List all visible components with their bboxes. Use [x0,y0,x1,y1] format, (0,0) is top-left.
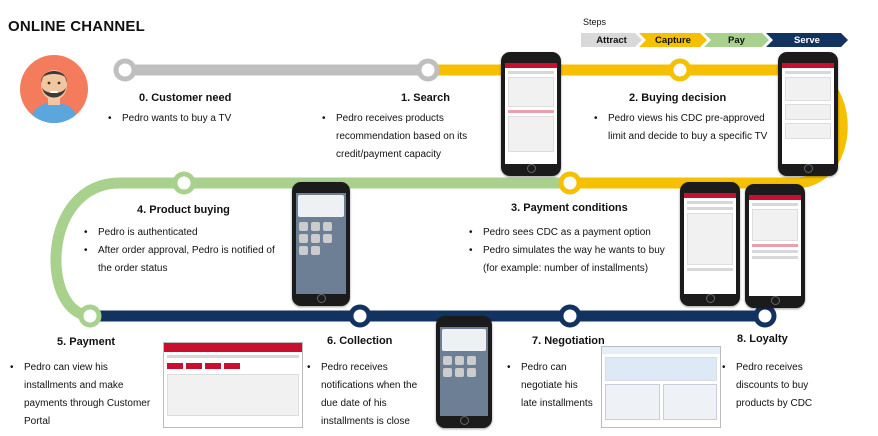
stage-7-bullets: Pedro can negotiate his late installment… [507,359,595,413]
smartphone-icon [436,316,492,428]
smartphone-icon [745,184,805,308]
page-title: ONLINE CHANNEL [8,18,145,35]
bullet: After order approval, Pedro is notified … [84,242,279,278]
step-capture: Capture [639,33,707,47]
stage-2-title: 2. Buying decision [629,92,727,104]
stage-8-bullets: Pedro receives discounts to buy products… [722,359,832,413]
bullet: Pedro receives notifications when the du… [307,359,429,431]
stage-0-bullets: Pedro wants to buy a TV [108,110,288,128]
smartphone-icon [778,52,838,176]
bullet: Pedro wants to buy a TV [108,110,288,128]
bullet: Pedro can negotiate his late installment… [507,359,595,413]
stop-6 [348,304,372,328]
stop-2 [668,58,692,82]
stop-3 [558,171,582,195]
negotiation-screenshot-icon [601,346,721,428]
stage-6-bullets: Pedro receives notifications when the du… [307,359,429,431]
stage-1-title: 1. Search [401,92,450,104]
bullet: Pedro is authenticated [84,224,279,242]
step-serve: Serve [766,33,848,47]
smartphone-icon [680,182,740,306]
stage-1-bullets: Pedro receives products recommendation b… [322,110,487,164]
stage-5-title: 5. Payment [57,336,116,348]
stop-0 [113,58,137,82]
stage-4-title: 4. Product buying [137,204,230,216]
stage-4-bullets: Pedro is authenticated After order appro… [84,224,279,278]
step-attract: Attract [581,33,642,47]
stage-0-title: 0. Customer need [139,92,232,104]
bullet: Pedro can view his installments and make… [10,359,160,431]
smartphone-icon [501,52,561,176]
smartphone-icon [292,182,350,306]
step-pay: Pay [704,33,769,47]
stop-5 [78,304,102,328]
stage-6-title: 6. Collection [327,335,393,347]
stop-8 [753,304,777,328]
stage-7-title: 7. Negotiation [532,335,605,347]
bullet: Pedro simulates the way he wants to buy … [469,242,669,278]
stop-7 [558,304,582,328]
bullet: Pedro views his CDC pre-approved limit a… [594,110,776,146]
portal-screenshot-icon [163,342,303,428]
stage-3-bullets: Pedro sees CDC as a payment option Pedro… [469,224,669,278]
stage-8-title: 8. Loyalty [737,333,788,345]
steps-label: Steps [583,17,607,27]
stage-5-bullets: Pedro can view his installments and make… [10,359,160,431]
customer-avatar-icon [20,55,88,123]
stage-3-title: 3. Payment conditions [511,202,628,214]
bullet: Pedro receives products recommendation b… [322,110,487,164]
bullet: Pedro sees CDC as a payment option [469,224,669,242]
bullet: Pedro receives discounts to buy products… [722,359,832,413]
stage-2-bullets: Pedro views his CDC pre-approved limit a… [594,110,776,146]
stop-1 [416,58,440,82]
stop-4 [172,171,196,195]
